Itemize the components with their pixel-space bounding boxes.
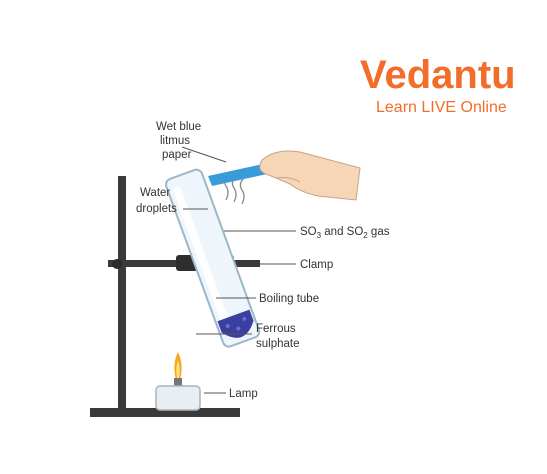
crystal: [236, 326, 241, 331]
label-water-line2: droplets: [136, 203, 177, 215]
finger-line: [275, 177, 301, 183]
hand-illustration: [259, 150, 361, 201]
litmus-paper: [208, 162, 276, 186]
flame-inner: [176, 360, 180, 378]
tube-shine: [173, 186, 231, 329]
spirit-lamp: [155, 352, 201, 411]
crystal: [225, 324, 230, 329]
label-lamp: Lamp: [229, 388, 258, 400]
logo-tagline: Learn LIVE Online: [376, 99, 507, 116]
label-water-line1: Water: [140, 187, 170, 199]
label-boiling-tube: Boiling tube: [259, 293, 319, 305]
label-ferrous-line1: Ferrous: [256, 323, 296, 335]
stand-rod: [118, 176, 126, 410]
wisp: [239, 177, 245, 205]
lamp-body: [155, 385, 201, 411]
logo-name: Vedantu: [360, 53, 516, 97]
hand: [259, 150, 361, 201]
lamp-wick: [174, 378, 182, 386]
boiling-tube: [165, 168, 261, 348]
boss-head: [112, 259, 122, 269]
label-ferrous-line2: sulphate: [256, 338, 299, 350]
ferrous-sulphate-sample: [217, 309, 254, 338]
label-gas: SO3 and SO2 gas: [300, 226, 390, 240]
label-litmus-line3: paper: [162, 149, 192, 161]
vedantu-logo: Vedantu Learn LIVE Online: [360, 53, 516, 116]
litmus-leader: [181, 146, 227, 163]
crystal: [242, 316, 247, 321]
label-clamp: Clamp: [300, 259, 333, 271]
leader-lines: [181, 146, 296, 394]
stand-base: [90, 408, 240, 417]
label-litmus-line1: Wet blue: [156, 121, 201, 133]
label-litmus-line2: litmus: [160, 135, 190, 147]
